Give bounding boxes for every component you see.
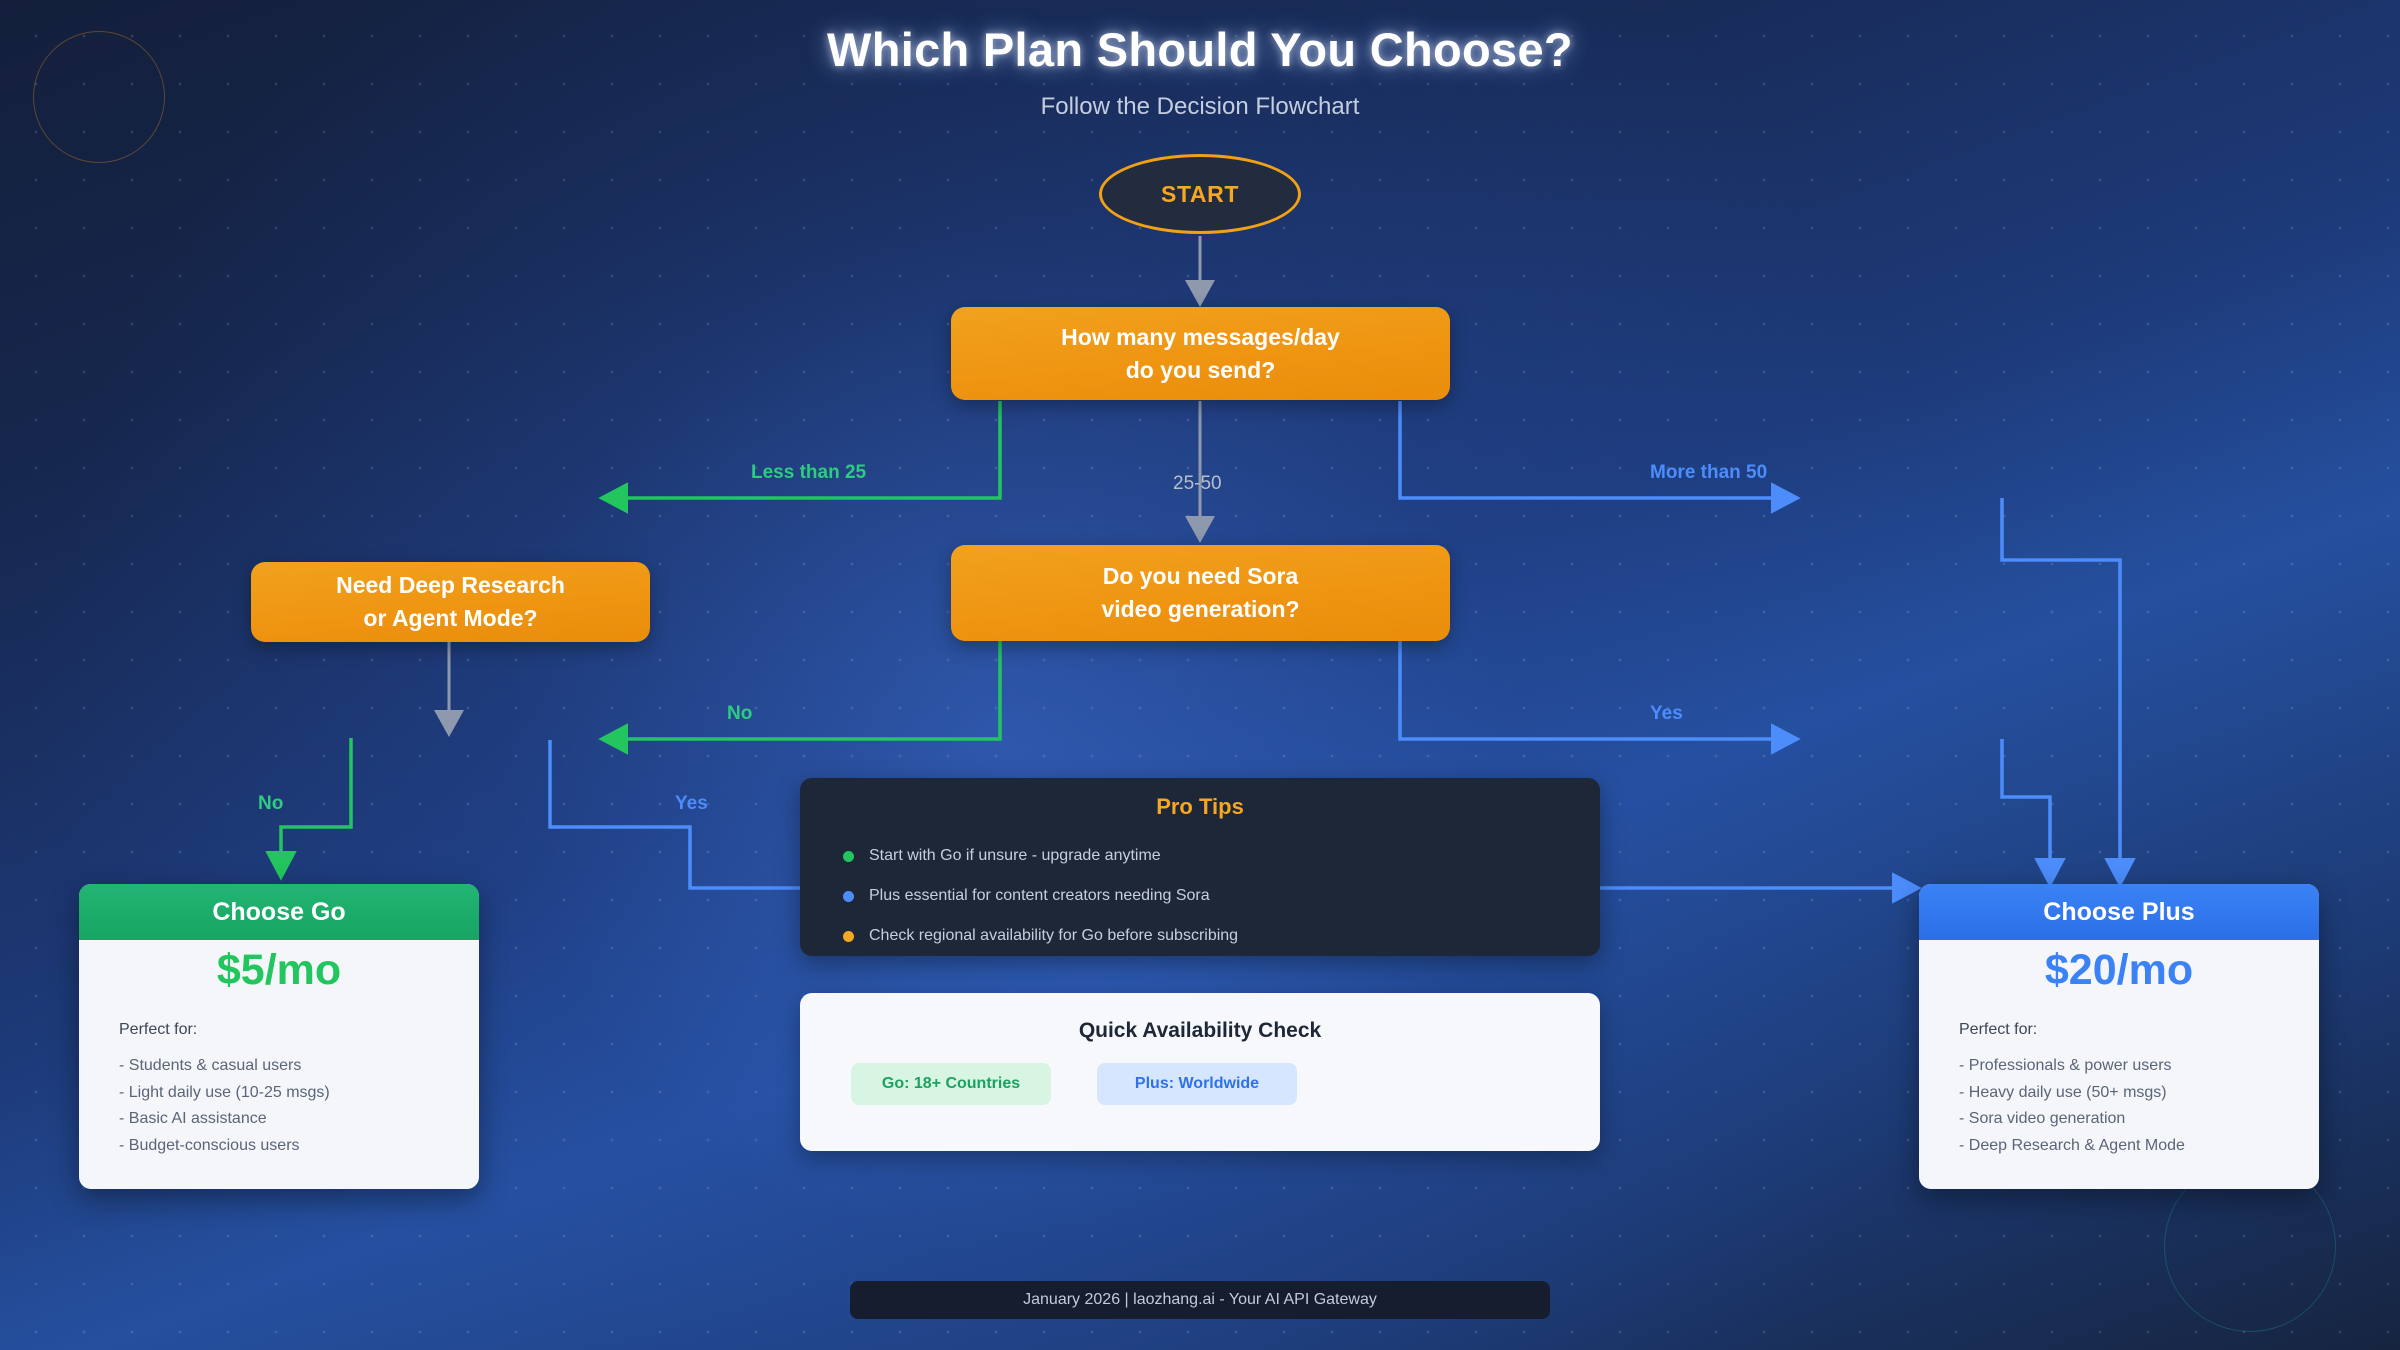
availability-title: Quick Availability Check — [1078, 1019, 1322, 1042]
plan-go-price: $5/mo — [216, 946, 342, 994]
page-title: Which Plan Should You Choose? — [827, 23, 1573, 76]
plan-go-feature: - Students & casual users — [119, 1057, 302, 1074]
plan-plus-feature: - Deep Research & Agent Mode — [1959, 1136, 2185, 1154]
start-label: START — [1161, 180, 1239, 207]
pro-tip-text: Check regional availability for Go befor… — [869, 927, 1239, 944]
messages-decision-label: How many messages/day do you send? — [1061, 323, 1340, 383]
plan-plus-body: Perfect for: - Professionals & power use… — [1919, 999, 2319, 1189]
page-subtitle: Follow the Decision Flowchart — [1040, 93, 1360, 120]
flow-node-messages-decision[interactable]: How many messages/day do you send? — [951, 307, 1450, 400]
edge-label-sora-yes: Yes — [1650, 703, 1683, 724]
research-decision-label: Need Deep Research or Agent Mode? — [336, 572, 565, 631]
availability-panel: Quick Availability Check Go: 18+ Countri… — [800, 993, 1600, 1151]
plan-plus-title: Choose Plus — [1919, 884, 2319, 940]
flow-node-start[interactable]: START — [1099, 154, 1301, 234]
edge-label-less-than-25: Less than 25 — [751, 462, 867, 483]
edge-label-25-50: 25-50 — [1173, 473, 1222, 494]
plan-go-feature: - Budget-conscious users — [119, 1136, 300, 1154]
plan-plus-price: $20/mo — [2044, 946, 2194, 994]
edge-label-more-than-50: More than 50 — [1650, 462, 1768, 483]
edge-label-tips-yes: Yes — [675, 793, 708, 814]
plan-go-body: Perfect for: - Students & casual users -… — [79, 999, 479, 1189]
plan-plus-feature: - Sora video generation — [1959, 1110, 2126, 1128]
plan-card-plus[interactable]: Choose Plus $20/mo Perfect for: - Profes… — [1919, 884, 2319, 1190]
bullet-dot-icon — [843, 890, 854, 902]
bullet-dot-icon — [843, 930, 854, 942]
flow-node-sora-decision[interactable]: Do you need Sora video generation? — [951, 545, 1450, 641]
plan-plus-feature: - Heavy daily use (50+ msgs) — [1959, 1083, 2167, 1101]
availability-pill-go[interactable]: Go: 18+ Countries — [851, 1063, 1051, 1105]
plan-go-perfect-for: Perfect for: — [119, 1021, 198, 1038]
edge-label-sora-no: No — [727, 703, 753, 724]
availability-pills: Go: 18+ Countries Plus: Worldwide — [800, 1043, 1600, 1105]
pro-tip-item: Plus essential for content creators need… — [800, 876, 1600, 916]
sora-decision-label: Do you need Sora video generation? — [1101, 563, 1300, 622]
plan-plus-perfect-for: Perfect for: — [1959, 1021, 2038, 1038]
pro-tip-item: Start with Go if unsure - upgrade anytim… — [800, 836, 1600, 876]
plan-card-go[interactable]: Choose Go $5/mo Perfect for: - Students … — [79, 884, 479, 1190]
plan-go-title: Choose Go — [79, 884, 479, 940]
pro-tip-item: Check regional availability for Go befor… — [800, 916, 1600, 956]
edge-label-research-no: No — [258, 793, 284, 814]
pro-tip-text: Plus essential for content creators need… — [869, 887, 1210, 904]
pro-tips-title: Pro Tips — [1156, 794, 1244, 819]
pro-tip-text: Start with Go if unsure - upgrade anytim… — [869, 847, 1161, 864]
header: Which Plan Should You Choose? Follow the… — [0, 0, 2400, 121]
footer-bar: January 2026 | laozhang.ai - Your AI API… — [850, 1281, 1550, 1319]
footer-text: January 2026 | laozhang.ai - Your AI API… — [1023, 1291, 1377, 1308]
pro-tips-panel: Pro Tips Start with Go if unsure - upgra… — [800, 778, 1600, 956]
plan-plus-feature: - Professionals & power users — [1959, 1057, 2172, 1074]
bullet-dot-icon — [843, 850, 854, 862]
plan-go-feature: - Basic AI assistance — [119, 1110, 267, 1128]
plan-go-feature: - Light daily use (10-25 msgs) — [119, 1083, 330, 1101]
flow-node-research-decision[interactable]: Need Deep Research or Agent Mode? — [251, 562, 650, 642]
availability-pill-plus[interactable]: Plus: Worldwide — [1097, 1063, 1297, 1105]
